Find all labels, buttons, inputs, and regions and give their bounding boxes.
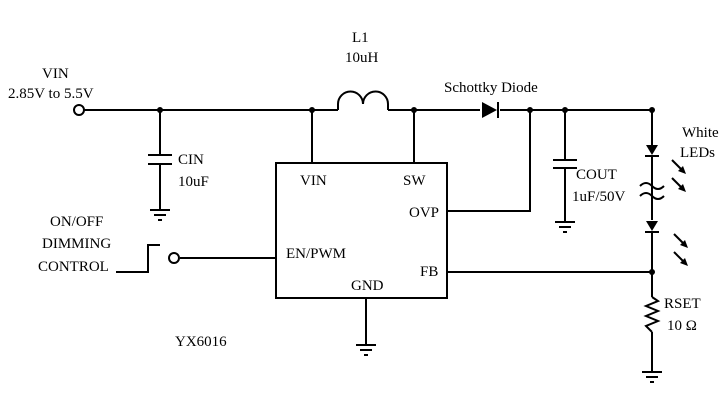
chip-part-number: YX6016 (175, 334, 227, 350)
diode-label: Schottky Diode (444, 80, 538, 96)
led-top-symbol (645, 145, 659, 157)
wire-ovp (447, 110, 531, 212)
led-bottom-symbol (645, 221, 659, 233)
cout-name: COUT (576, 167, 617, 183)
junction-vin (309, 107, 315, 113)
junction-sw (411, 107, 417, 113)
pin-fb-label: FB (420, 264, 438, 280)
ground-chip (356, 344, 376, 356)
rset-resistor-symbol (643, 296, 661, 333)
light-arrows-bottom (673, 233, 688, 266)
vin-range-label: 2.85V to 5.5V (8, 86, 94, 102)
vin-terminal (73, 104, 85, 116)
leds-label: LEDs (680, 145, 715, 161)
inductor-value: 10uH (345, 50, 379, 66)
ground-cin (150, 209, 170, 221)
cin-name: CIN (178, 152, 204, 168)
junction-cin (157, 107, 163, 113)
yx6016-chip (275, 162, 448, 299)
light-arrows-top (671, 159, 686, 192)
junction-led (649, 107, 655, 113)
vin-title: VIN (42, 66, 69, 82)
inductor-name: L1 (352, 30, 369, 46)
cin-capacitor-symbol (148, 154, 172, 165)
rset-value: 10 Ω (667, 318, 697, 334)
onoff-label: ON/OFF (50, 214, 103, 230)
pin-enpwm-label: EN/PWM (286, 246, 346, 262)
cout-capacitor-symbol (553, 159, 577, 169)
inductor-symbol (337, 90, 389, 110)
junction-ovp (527, 107, 533, 113)
pin-gnd-label: GND (351, 278, 384, 294)
pin-vin-label: VIN (300, 173, 327, 189)
cout-value: 1uF/50V (572, 189, 626, 205)
dimming-label: DIMMING (42, 236, 111, 252)
led-chain-break (639, 182, 665, 200)
rset-name: RSET (664, 296, 701, 312)
pin-sw-label: SW (403, 173, 426, 189)
wire-switch (116, 244, 160, 273)
white-label: White (682, 125, 719, 141)
junction-cout (562, 107, 568, 113)
switch-terminal (168, 252, 180, 264)
ground-rset (642, 371, 662, 383)
junction-fb (649, 269, 655, 275)
ground-cout (555, 221, 575, 233)
pin-ovp-label: OVP (409, 205, 439, 221)
control-label: CONTROL (38, 259, 109, 275)
schottky-diode-symbol (482, 102, 499, 118)
cin-value: 10uF (178, 174, 209, 190)
